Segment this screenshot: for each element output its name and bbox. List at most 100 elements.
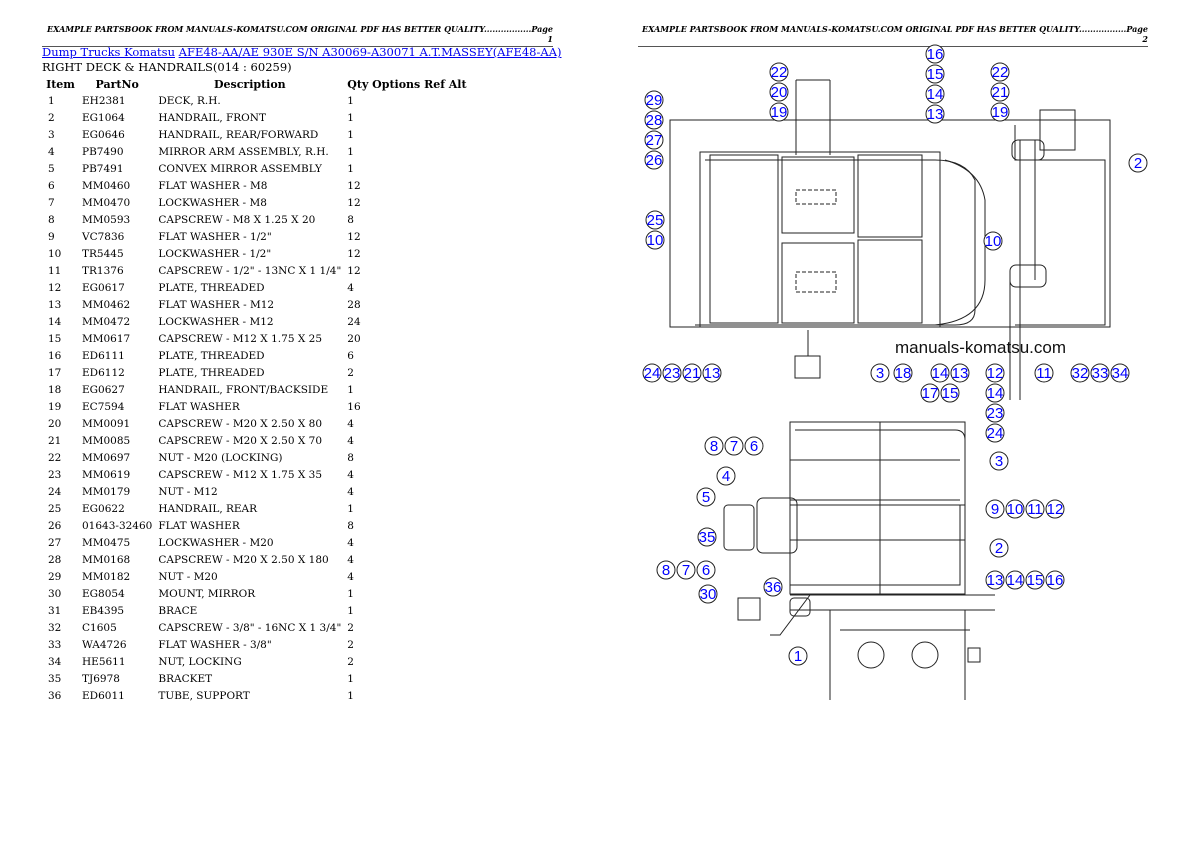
callout-18: 18 <box>893 363 913 383</box>
callout-number: 16 <box>1047 572 1064 589</box>
callout-number: 36 <box>765 579 782 596</box>
description: CAPSCREW - M12 X 1.75 X 35 <box>158 469 323 481</box>
item-number: 30 <box>48 588 62 600</box>
callout-number: 24 <box>644 365 661 382</box>
description: CAPSCREW - M20 X 2.50 X 70 <box>158 435 323 447</box>
callout-number: 7 <box>682 562 690 579</box>
callout-number: 23 <box>987 405 1004 422</box>
callout-number: 11 <box>1027 501 1043 518</box>
description: NUT, LOCKING <box>158 656 242 668</box>
item-number: 31 <box>48 605 62 617</box>
quantity: 1 <box>347 503 354 515</box>
quantity: 8 <box>347 214 354 226</box>
quantity: 12 <box>347 231 361 243</box>
description: FLAT WASHER - M8 <box>158 180 268 192</box>
callout-15: 15 <box>925 64 945 84</box>
part-number: C1605 <box>82 622 117 634</box>
callout-number: 6 <box>702 562 710 579</box>
item-number: 10 <box>48 248 62 260</box>
callout-27: 27 <box>644 130 664 150</box>
callout-22: 22 <box>990 62 1010 82</box>
quantity: 12 <box>347 180 361 192</box>
callout-number: 3 <box>876 365 884 382</box>
description: FLAT WASHER - M12 <box>158 299 275 311</box>
callout-3: 3 <box>989 451 1009 471</box>
item-number: 26 <box>48 520 62 532</box>
col-item: Item <box>46 78 75 91</box>
quantity: 8 <box>347 452 354 464</box>
item-number: 35 <box>48 673 62 685</box>
callout-6: 6 <box>744 436 764 456</box>
callout-7: 7 <box>724 436 744 456</box>
item-number: 11 <box>48 265 62 277</box>
part-number: PB7490 <box>82 146 124 158</box>
breadcrumb-link-model[interactable]: AFE48-AA/AE 930E S/N A30069-A30071 A.T.M… <box>178 45 562 59</box>
callout-number: 35 <box>699 529 716 546</box>
callout-11: 11 <box>1034 363 1054 383</box>
callout-number: 13 <box>952 365 969 382</box>
callout-13: 13 <box>985 570 1005 590</box>
callout-number: 10 <box>1007 501 1024 518</box>
callout-36: 36 <box>763 577 783 597</box>
description: MIRROR ARM ASSEMBLY, R.H. <box>158 146 329 158</box>
item-number: 12 <box>48 282 62 294</box>
part-number: MM0460 <box>82 180 131 192</box>
quantity: 1 <box>347 146 354 158</box>
part-number: EG0646 <box>82 129 125 141</box>
item-number: 6 <box>48 180 55 192</box>
description: CAPSCREW - M20 X 2.50 X 80 <box>158 418 323 430</box>
callout-23: 23 <box>985 403 1005 423</box>
item-number: 15 <box>48 333 62 345</box>
callout-12: 12 <box>985 363 1005 383</box>
callout-30: 30 <box>698 584 718 604</box>
quantity: 1 <box>347 690 354 702</box>
description: TUBE, SUPPORT <box>158 690 250 702</box>
callout-11: 11 <box>1025 499 1045 519</box>
watermark: manuals-komatsu.com <box>895 338 1066 357</box>
callout-22: 22 <box>769 62 789 82</box>
quantity: 4 <box>347 486 354 498</box>
breadcrumb-link-category[interactable]: Dump Trucks Komatsu <box>42 45 175 59</box>
callout-number: 23 <box>664 365 681 382</box>
part-number: MM0619 <box>82 469 131 481</box>
description: FLAT WASHER - 3/8" <box>158 639 272 651</box>
callout-21: 21 <box>682 363 702 383</box>
item-number: 9 <box>48 231 55 243</box>
item-number: 19 <box>48 401 62 413</box>
callout-number: 12 <box>1047 501 1064 518</box>
quantity: 16 <box>347 401 361 413</box>
item-number: 16 <box>48 350 62 362</box>
description: LOCKWASHER - M12 <box>158 316 274 328</box>
page1-header: EXAMPLE PARTSBOOK FROM MANUALS-KOMATSU.C… <box>42 24 553 47</box>
item-number: 34 <box>48 656 62 668</box>
description: LOCKWASHER - M20 <box>158 537 274 549</box>
item-number: 36 <box>48 690 62 702</box>
callout-25: 25 <box>645 210 665 230</box>
callout-number: 34 <box>1112 365 1129 382</box>
quantity: 1 <box>347 163 354 175</box>
callout-10: 10 <box>1005 499 1025 519</box>
description: FLAT WASHER - 1/2" <box>158 231 272 243</box>
callout-number: 8 <box>710 438 718 455</box>
quantity: 24 <box>347 316 361 328</box>
description: NUT - M12 <box>158 486 218 498</box>
part-number: EG0617 <box>82 282 125 294</box>
callout-number: 14 <box>927 86 944 103</box>
callout-number: 12 <box>987 365 1004 382</box>
callout-number: 4 <box>722 468 730 485</box>
description: CAPSCREW - M12 X 1.75 X 25 <box>158 333 323 345</box>
callout-33: 33 <box>1090 363 1110 383</box>
callout-14: 14 <box>985 383 1005 403</box>
col-description: Description <box>213 78 286 91</box>
item-number: 18 <box>48 384 62 396</box>
